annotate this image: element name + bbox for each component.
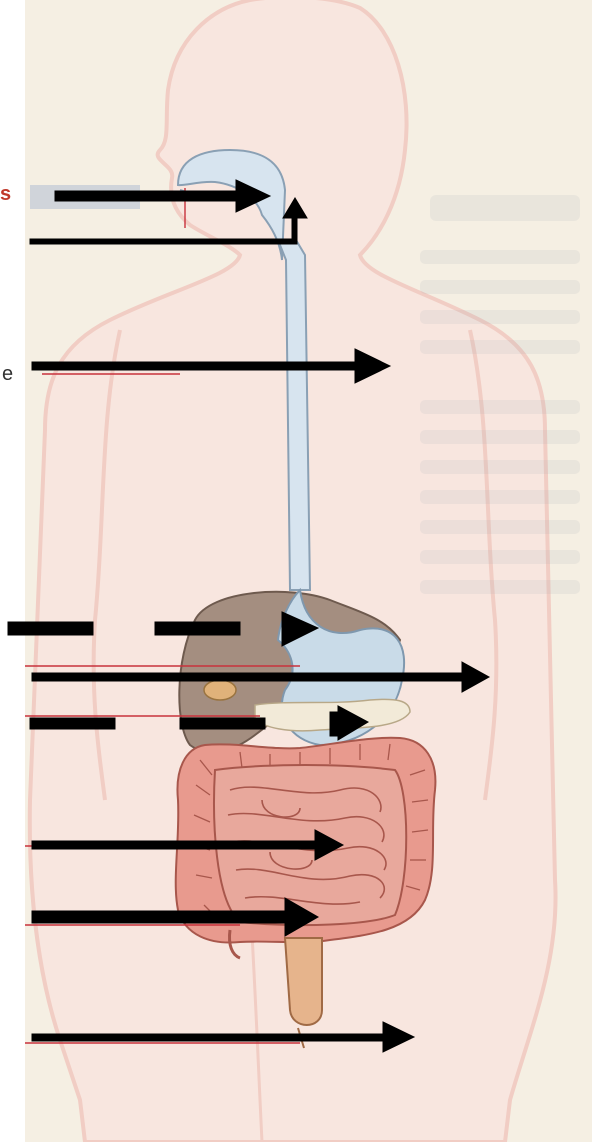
arrow-shaft-mouth — [55, 191, 240, 201]
gallbladder — [204, 680, 236, 700]
arrow-shaft-large-intestine — [32, 911, 294, 923]
label-bar-pancreas-left — [30, 718, 115, 729]
arrow-shaft-anus — [32, 1034, 387, 1041]
arrow-shaft-small-intestine — [32, 841, 320, 849]
label-bar-pancreas-right — [180, 718, 265, 729]
arrow-shaft-throat — [30, 239, 296, 244]
arrow-shaft-stomach — [32, 673, 467, 681]
partial-label-top: s — [0, 184, 11, 204]
left-margin — [0, 0, 25, 1142]
label-bar-liver-right — [155, 622, 240, 635]
rectum — [285, 938, 322, 1025]
partial-label-middle: e — [2, 364, 13, 384]
arrow-shaft-esophagus — [32, 362, 362, 370]
label-bar-liver-left — [8, 622, 93, 635]
